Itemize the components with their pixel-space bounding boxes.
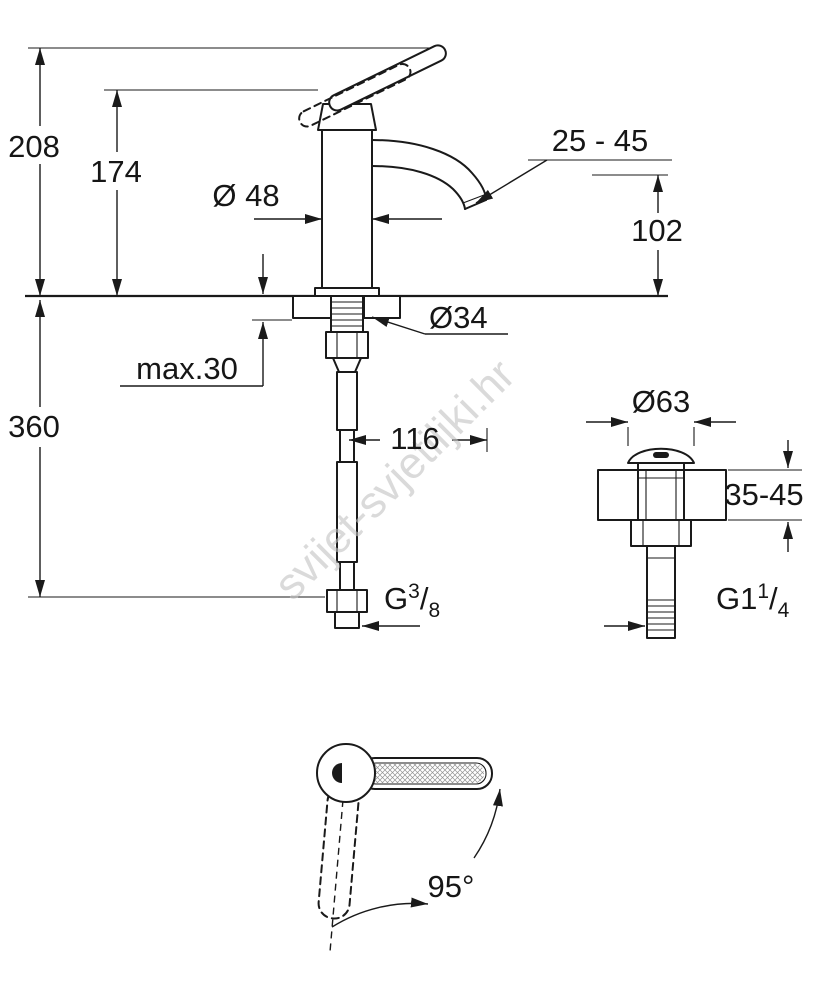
dim-waste-cap-diameter: Ø63: [632, 384, 691, 419]
counter-hatch-right: [363, 295, 401, 319]
handle-lever-texture: [368, 764, 484, 783]
hose-connector-nut: [326, 589, 368, 613]
shaft-threads: [332, 301, 362, 327]
dim-spout-projection: 116: [390, 421, 439, 456]
watermark-text: svijet-svjetiljki.hr: [265, 350, 524, 609]
faucet-body: [321, 129, 373, 297]
dim-hole-diameter: Ø34: [429, 300, 488, 335]
handle-base-circle: [316, 743, 376, 803]
counter-hatch-left: [292, 295, 332, 319]
hose-collar: [332, 357, 362, 373]
mounting-nut: [325, 331, 369, 359]
waste-locknut: [630, 519, 692, 547]
flex-hose-lower: [336, 461, 358, 563]
popup-waste-view: [597, 447, 727, 639]
rotation-arc-lower: [331, 897, 429, 928]
dim-body-diameter: Ø 48: [212, 178, 279, 213]
dim-hose-thread: G3/8: [384, 580, 440, 622]
faucet-side-view: [292, 44, 487, 629]
waste-cap-slot: [653, 452, 669, 458]
dimension-labels: 208 174 360 Ø 48 25 - 45 102 Ø34 max.30 …: [8, 123, 804, 904]
dim-waste-thread: G11/4: [716, 580, 790, 622]
lever-handle: [328, 44, 447, 112]
dim-hose-length: 360: [8, 409, 60, 444]
dim-total-height: 208: [8, 129, 60, 164]
waste-counter-hatch-right: [683, 469, 727, 521]
rotation-arc-upper: [473, 788, 503, 859]
dim-body-height: 174: [90, 154, 142, 189]
spout-bottom-edge: [371, 165, 466, 210]
dim-aerator-range: 25 - 45: [552, 123, 649, 158]
tailpiece-threads: [648, 557, 674, 631]
handle-top-view: [316, 743, 503, 953]
base-flange: [314, 287, 380, 297]
spout-top-edge: [371, 139, 487, 201]
hose-connector-tip: [334, 611, 360, 629]
dim-handle-angle: 95°: [428, 869, 475, 904]
waste-tailpiece: [646, 545, 676, 639]
waste-counter-hatch-left: [597, 469, 639, 521]
flex-hose-upper: [336, 371, 358, 431]
handle-rotation-axis: [329, 787, 345, 953]
dimension-lines: [35, 48, 802, 631]
handle-center-mark: [332, 763, 342, 783]
dim-waste-deck-range: 35-45: [724, 477, 803, 512]
cartridge-cap: [317, 103, 377, 131]
lever-handle-alt-position: [298, 63, 412, 128]
dim-max-deck-thickness: max.30: [136, 351, 238, 386]
dim-spout-height: 102: [631, 213, 683, 248]
